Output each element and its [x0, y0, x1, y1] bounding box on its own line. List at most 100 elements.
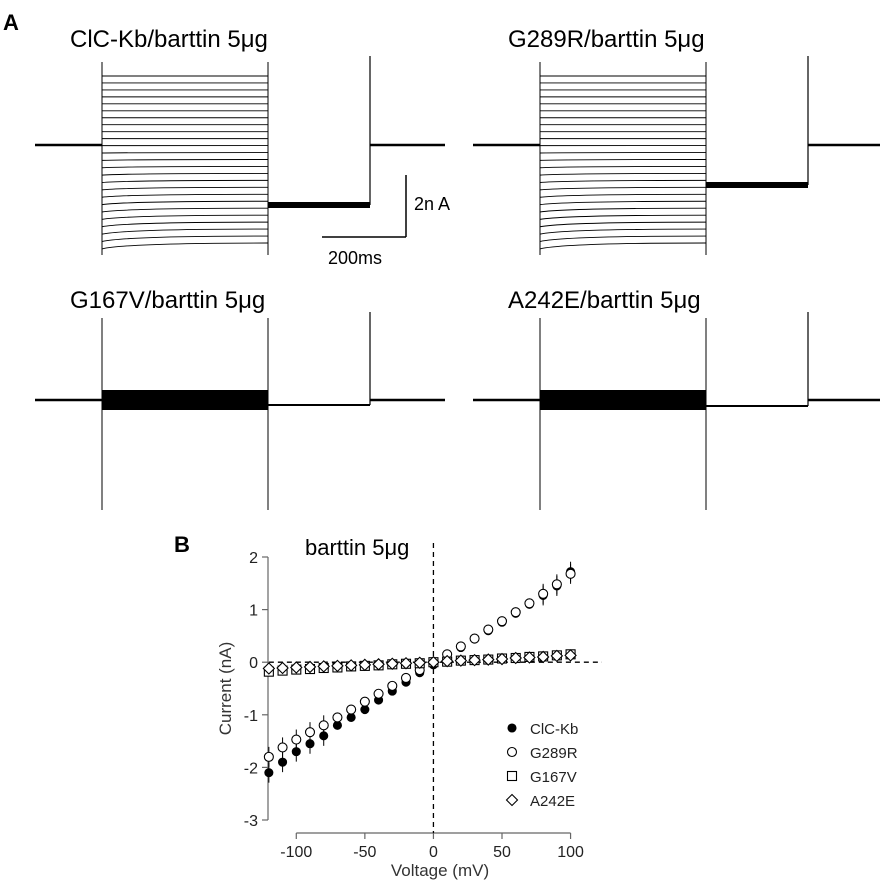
trace-sweep: [101, 221, 269, 228]
data-point: [344, 659, 358, 672]
data-point: [360, 704, 370, 715]
panel-b-letter: B: [174, 532, 190, 557]
trace-sweep: [539, 242, 707, 250]
data-point: [290, 661, 303, 674]
data-point: [276, 661, 289, 675]
data-point: [564, 649, 577, 662]
data-point: [346, 712, 356, 722]
data-point: [469, 633, 480, 644]
trace-sweep: [101, 242, 269, 250]
data-point: [468, 653, 481, 667]
data-point: [264, 768, 274, 778]
data-point: [263, 751, 274, 762]
panel-a-letter: A: [3, 10, 19, 35]
trace-sweep: [539, 221, 707, 228]
legend-label-clc-kb: ClC-Kb: [530, 721, 578, 738]
trace-sweep: [101, 159, 269, 161]
data-point: [482, 653, 495, 666]
trace-sweep: [101, 166, 269, 169]
trace-sweep: [101, 207, 269, 213]
series-a242e: [262, 649, 577, 675]
data-point: [565, 568, 576, 579]
data-point: [550, 649, 564, 663]
legend-marker-g289r: [506, 746, 518, 758]
data-point: [331, 659, 344, 673]
trace-sweep: [539, 193, 707, 198]
data-point: [496, 616, 508, 627]
data-point: [483, 624, 494, 635]
trace-step-current: [102, 390, 268, 410]
data-point: [386, 657, 399, 671]
data-point: [510, 607, 521, 618]
trace-clckb: [35, 56, 445, 255]
x-axis-title: Voltage (mV): [391, 861, 489, 880]
data-point: [346, 704, 357, 715]
data-point: [262, 662, 276, 675]
data-point: [495, 652, 509, 666]
scale-current-label: 2n A: [414, 194, 450, 214]
trace-sweep: [539, 166, 707, 169]
y-tick-label: -1: [244, 708, 258, 725]
data-point: [455, 641, 466, 652]
scale-bar: 2n A 200ms: [322, 175, 450, 268]
data-point: [454, 654, 468, 667]
trace-title-a242e: A242E/barttin 5μg: [508, 287, 701, 314]
trace-sweep: [101, 172, 269, 176]
legend-label-a242e: A242E: [530, 793, 575, 810]
data-point: [277, 742, 288, 753]
y-tick-label: 2: [249, 550, 258, 567]
trace-sweep: [101, 186, 269, 191]
y-axis-title: Current (nA): [216, 642, 235, 736]
data-point: [318, 720, 329, 731]
data-point: [413, 656, 426, 670]
data-point: [303, 660, 317, 674]
trace-g289r: [473, 56, 880, 255]
data-point: [440, 654, 454, 668]
chart-title: barttin 5μg: [305, 535, 409, 560]
data-point: [509, 651, 522, 665]
trace-sweep: [539, 200, 707, 206]
legend-label-g289r: G289R: [530, 745, 578, 762]
data-point: [427, 655, 440, 669]
data-point: [536, 650, 550, 664]
x-tick-label: -50: [353, 844, 376, 861]
data-point: [399, 656, 413, 670]
data-point: [317, 660, 330, 673]
x-tick-label: 0: [429, 844, 438, 861]
data-point: [304, 727, 316, 738]
legend-marker-clc-kb: [507, 723, 517, 733]
y-tick-label: -3: [244, 813, 258, 830]
trace-tail-current: [706, 182, 808, 188]
trace-sweep: [539, 235, 707, 242]
data-point: [373, 688, 384, 699]
trace-title-clckb: ClC-Kb/barttin 5μg: [70, 26, 268, 53]
legend-marker-a242e: [505, 793, 519, 807]
trace-a242e: [473, 312, 880, 510]
data-point: [332, 712, 343, 723]
trace-title-g289r: G289R/barttin 5μg: [508, 26, 705, 53]
trace-sweep: [101, 193, 269, 198]
x-tick-label: 50: [493, 844, 511, 861]
trace-sweep: [101, 235, 269, 242]
trace-title-g167v: G167V/barttin 5μg: [70, 287, 265, 314]
trace-sweep: [539, 214, 707, 220]
data-point: [387, 680, 398, 691]
data-point: [524, 598, 535, 609]
trace-g167v: [35, 312, 445, 510]
trace-sweep: [539, 228, 707, 235]
data-point: [400, 672, 412, 684]
data-point: [332, 720, 342, 730]
trace-sweep: [101, 228, 269, 235]
trace-sweep: [101, 214, 269, 220]
trace-sweep: [101, 179, 269, 183]
data-point: [359, 696, 370, 707]
trace-sweep: [539, 172, 707, 176]
trace-tail-current: [268, 202, 370, 208]
data-point: [551, 579, 562, 590]
data-point: [538, 588, 549, 599]
x-tick-label: -100: [280, 844, 312, 861]
legend-label-g167v: G167V: [530, 769, 577, 786]
trace-sweep: [101, 200, 269, 206]
y-tick-label: 1: [249, 603, 258, 620]
